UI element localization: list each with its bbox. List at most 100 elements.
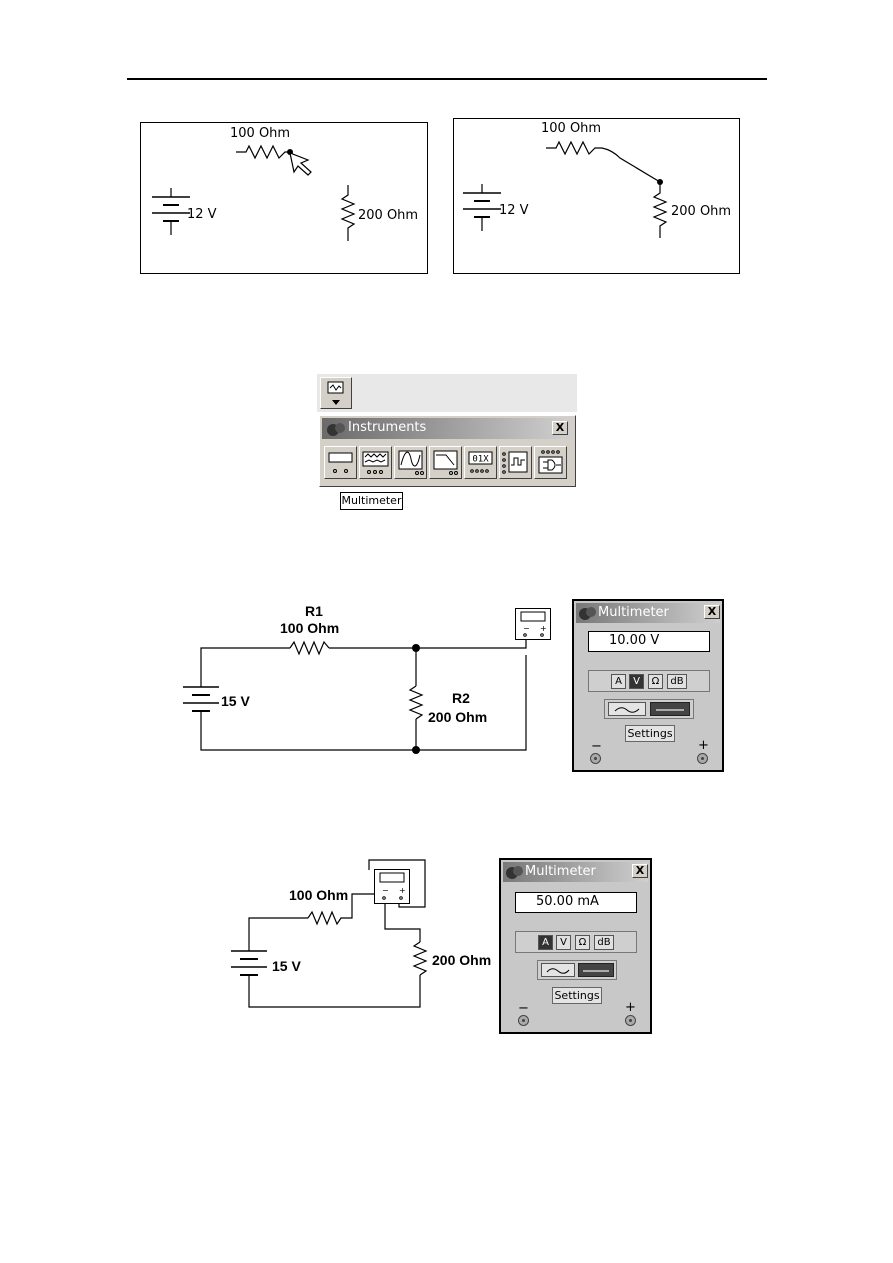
multimeter-tooltip: Multimeter [340, 492, 403, 510]
r1-symbol [289, 640, 330, 656]
multimeter-title: Multimeter [525, 864, 596, 879]
oscilloscope-icon [398, 450, 424, 475]
multimeter-close-button[interactable]: X [704, 605, 720, 619]
word-generator-text: 01X [472, 455, 489, 465]
r1-value: 100 Ohm [289, 887, 349, 903]
mode-decibel-button[interactable]: dB [667, 674, 687, 689]
dc-line-icon [656, 709, 684, 711]
resistor-label-200: 200 Ohm [671, 204, 732, 219]
r2-symbol [408, 685, 424, 720]
logic-converter-icon [538, 450, 563, 474]
instruments-app-icon [327, 423, 345, 436]
schematic-multimeter-symbol[interactable]: −+ [374, 869, 410, 904]
schematic-panel-after [453, 118, 740, 274]
instruments-icon [327, 381, 344, 405]
logic-analyzer-icon [502, 451, 528, 474]
schematic-panel-before [140, 122, 428, 274]
resistor-label-100: 100 Ohm [541, 121, 602, 136]
dc-line-icon [583, 970, 609, 972]
r2-value: 200 Ohm [428, 709, 488, 725]
multimeter-icon: −+ [379, 872, 406, 900]
word-generator-icon: 01X [468, 451, 493, 473]
ac-button[interactable] [541, 963, 575, 977]
mode-ammeter-button[interactable]: A [538, 935, 553, 950]
toolbar-strip [317, 374, 577, 412]
ac-button[interactable] [608, 702, 646, 716]
instruments-toolbar-button[interactable] [320, 377, 352, 409]
svg-text:+: + [399, 886, 406, 895]
tool-multimeter-button[interactable] [324, 446, 357, 479]
close-icon: X [555, 421, 565, 434]
multimeter-titlebar[interactable]: Multimeter X [503, 862, 648, 882]
svg-text:−: − [523, 624, 530, 633]
multimeter-reading: 10.00 V [588, 631, 710, 652]
tool-logic-converter-button[interactable] [534, 446, 567, 479]
minus-sign: − [518, 1001, 529, 1016]
close-icon: X [707, 605, 717, 618]
battery-label: 12 V [499, 203, 529, 218]
plus-sign: + [625, 1000, 636, 1015]
tool-logic-analyzer-button[interactable] [499, 446, 532, 479]
battery-label: 12 V [187, 207, 217, 222]
multimeter-app-icon [579, 607, 596, 620]
tool-word-generator-button[interactable]: 01X [464, 446, 497, 479]
instruments-title: Instruments [348, 420, 427, 435]
cursor-arrow-icon [289, 152, 312, 176]
mode-voltmeter-button[interactable]: V [556, 935, 571, 950]
r2-symbol [412, 941, 428, 976]
resistor-label-200: 200 Ohm [358, 208, 419, 223]
close-icon: X [635, 864, 645, 877]
resistor-200-symbol [652, 182, 668, 238]
mode-ohmmeter-button[interactable]: Ω [648, 674, 663, 689]
schematic-multimeter-symbol[interactable]: −+ [515, 608, 551, 640]
negative-terminal[interactable] [518, 1015, 529, 1026]
r1-name: R1 [305, 603, 323, 619]
resistor-200-symbol [340, 185, 356, 241]
function-generator-icon [362, 451, 389, 474]
resistor-label-100: 100 Ohm [230, 126, 291, 141]
multimeter-close-button[interactable]: X [632, 864, 648, 878]
bode-plotter-icon [433, 450, 458, 475]
tool-bode-plotter-button[interactable] [429, 446, 462, 479]
mode-ohmmeter-button[interactable]: Ω [575, 935, 590, 950]
plus-sign: + [698, 738, 709, 753]
mode-voltmeter-button[interactable]: V [629, 674, 644, 689]
ac-dc-selector [537, 960, 617, 980]
source-label: 15 V [221, 693, 250, 709]
mode-selector: A V Ω dB [515, 931, 637, 953]
multimeter-title: Multimeter [598, 605, 669, 620]
resistor-100-symbol [236, 144, 290, 160]
mode-ammeter-button[interactable]: A [611, 674, 626, 689]
tool-oscilloscope-button[interactable] [394, 446, 427, 479]
source-label: 15 V [272, 958, 301, 974]
r1-value: 100 Ohm [280, 620, 340, 636]
multimeter-titlebar[interactable]: Multimeter X [576, 603, 720, 623]
multimeter-icon [328, 452, 353, 473]
multimeter-window-voltage: Multimeter X 10.00 V A V Ω dB Settings −… [572, 599, 724, 772]
multimeter-app-icon [506, 866, 523, 879]
mode-decibel-button[interactable]: dB [594, 935, 614, 950]
header-rule [127, 78, 767, 80]
instruments-close-button[interactable]: X [552, 421, 568, 435]
svg-text:−: − [382, 886, 389, 895]
r2-value: 200 Ohm [432, 952, 492, 968]
dc-button[interactable] [650, 702, 690, 716]
multimeter-reading: 50.00 mA [515, 892, 637, 913]
dc-button[interactable] [578, 963, 614, 977]
multimeter-window-current: Multimeter X 50.00 mA A V Ω dB Settings … [499, 858, 652, 1034]
positive-terminal[interactable] [697, 753, 708, 764]
svg-text:+: + [540, 624, 547, 633]
negative-terminal[interactable] [590, 753, 601, 764]
positive-terminal[interactable] [625, 1015, 636, 1026]
multimeter-icon: −+ [520, 611, 547, 637]
settings-button[interactable]: Settings [625, 725, 675, 742]
mode-selector: A V Ω dB [588, 670, 710, 692]
instruments-titlebar[interactable]: Instruments X [322, 418, 572, 439]
settings-button[interactable]: Settings [552, 987, 602, 1004]
tool-function-generator-button[interactable] [359, 446, 392, 479]
ac-wave-icon [614, 707, 640, 713]
